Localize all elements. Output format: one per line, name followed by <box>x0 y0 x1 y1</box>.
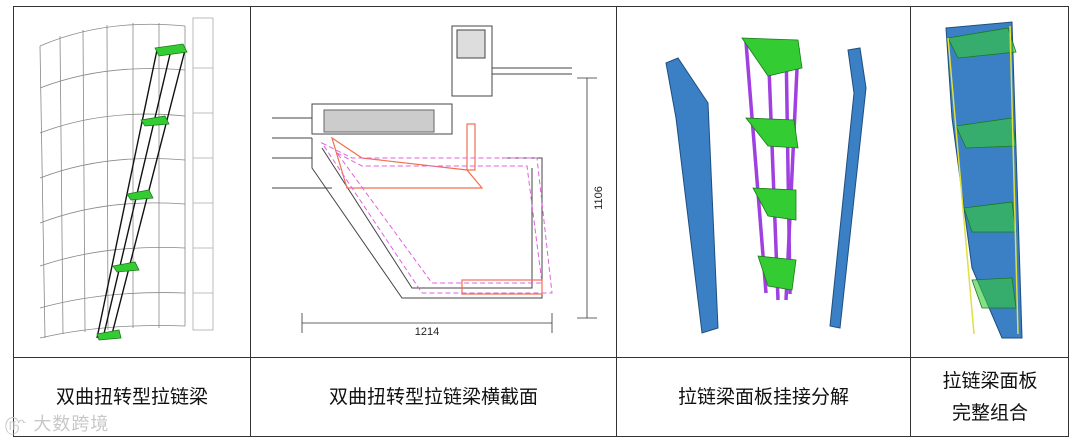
column-divider <box>250 6 251 437</box>
exploded-panels-illustration <box>618 8 909 355</box>
table-frame <box>13 6 1069 437</box>
caption-2: 双曲扭转型拉链梁横截面 <box>328 386 538 408</box>
watermark: ௹ 大数跨境 <box>4 414 110 435</box>
facade-beam-illustration <box>15 8 249 355</box>
width-dimension: 1214 <box>415 326 439 338</box>
complete-assembly-illustration <box>912 8 1068 355</box>
caption-1: 双曲扭转型拉链梁 <box>55 386 208 408</box>
column-divider <box>616 6 617 437</box>
caption-3: 拉链梁面板挂接分解 <box>677 386 849 408</box>
cross-section-drawing: 1214 1106 <box>252 8 615 355</box>
height-dimension: 1106 <box>593 186 605 210</box>
column-divider <box>910 6 911 437</box>
row-divider <box>13 357 1069 358</box>
caption-4: 拉链梁面板 完整组合 <box>942 370 1038 424</box>
watermark-logo-icon: ௹ <box>4 414 27 435</box>
